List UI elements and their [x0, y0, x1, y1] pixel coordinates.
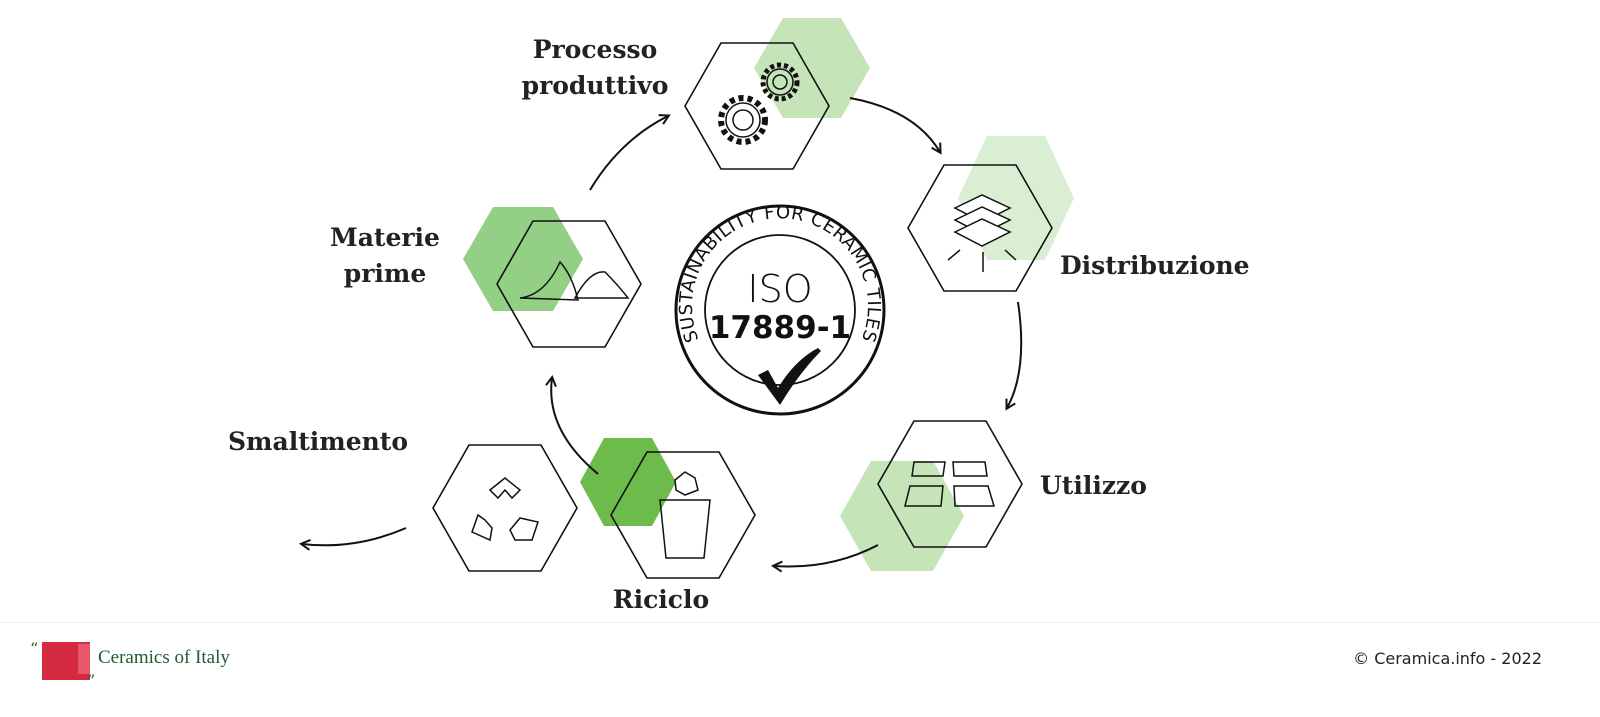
label-distribuzione: Distribuzione — [1060, 251, 1250, 280]
hex-smaltimento — [432, 444, 578, 572]
hex-materie — [496, 220, 642, 348]
hex-green-utilizzo — [840, 461, 964, 571]
arrow-smaltimento-out — [298, 527, 407, 551]
arrow-utilizzo-to-riciclo — [770, 544, 879, 573]
label-smaltimento: Smaltimento — [228, 427, 409, 456]
label-materie-prime: Materie prime — [330, 223, 440, 288]
stacked-tiles-icon — [947, 194, 1017, 272]
arrow-processo-to-distribuzione — [849, 97, 942, 155]
arrow-distribuzione-to-utilizzo — [1005, 301, 1023, 411]
ceramics-of-italy-logo: “ ” — [30, 639, 95, 686]
label-riciclo: Riciclo — [612, 585, 710, 614]
arrow-riciclo-to-materie — [545, 374, 599, 475]
floor-tiles-icon — [904, 461, 996, 507]
arrow-materie-to-processo — [589, 114, 671, 191]
label-processo-produttivo: Processo produttivo — [521, 35, 669, 100]
hex-distribuzione — [907, 164, 1053, 292]
lifecycle-diagram: SUSTAINABILITY FOR CERAMIC TILES ISO 178… — [298, 18, 1074, 579]
hex-riciclo — [610, 451, 756, 579]
hex-utilizzo — [877, 420, 1023, 548]
logo-text: Ceramics of Italy — [98, 647, 230, 668]
recycle-icon — [471, 477, 539, 542]
hex-green-riciclo — [580, 438, 676, 526]
seal-iso: ISO — [747, 267, 812, 311]
svg-text:”: ” — [87, 671, 95, 686]
label-utilizzo: Utilizzo — [1040, 471, 1147, 500]
footer-divider — [0, 622, 1600, 623]
checkmark-icon — [758, 348, 821, 405]
svg-text:“: “ — [30, 639, 38, 658]
sand-piles-icon — [519, 260, 630, 301]
hex-processo — [684, 42, 830, 170]
iso-seal: SUSTAINABILITY FOR CERAMIC TILES ISO 178… — [674, 202, 886, 416]
hex-green-materie — [463, 207, 583, 311]
gears-icon — [718, 62, 800, 145]
trash-bin-icon — [659, 471, 711, 559]
seal-number: 17889-1 — [709, 310, 851, 346]
copyright: © Ceramica.info - 2022 — [1353, 649, 1542, 668]
